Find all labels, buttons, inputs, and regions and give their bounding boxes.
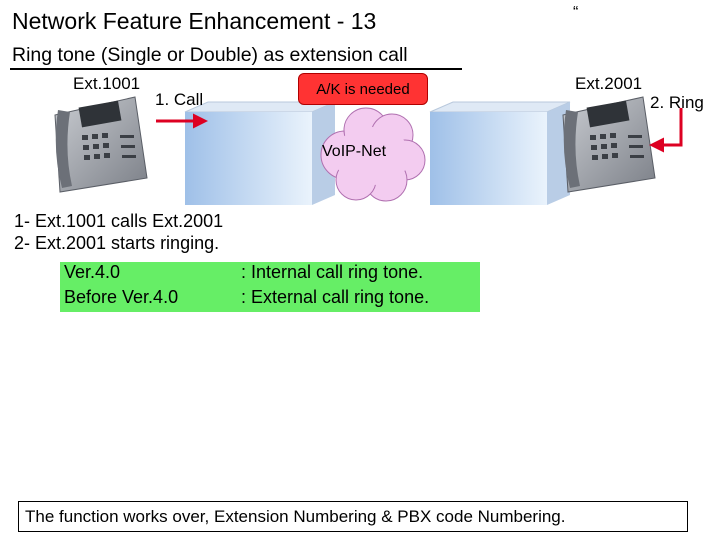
quote-mark: “	[573, 4, 579, 21]
step-item: 2- Ext.2001 starts ringing.	[14, 233, 220, 253]
phone-left-icon	[54, 96, 148, 193]
version-highlight-box	[60, 262, 480, 312]
slide-subtitle: Ring tone (Single or Double) as extensio…	[12, 44, 408, 66]
call-label: 1. Call	[155, 90, 204, 109]
ring-label: 2. Ring	[650, 93, 704, 112]
slide-title: Network Feature Enhancement - 13	[12, 8, 377, 34]
ext-left-label: Ext.1001	[73, 74, 141, 93]
voip-cloud-icon	[320, 107, 426, 202]
pbx-left-icon	[184, 101, 336, 205]
subtitle-underline	[10, 68, 462, 70]
version-description: : External call ring tone.	[241, 287, 430, 307]
ring-arrow-icon	[649, 108, 683, 153]
version-name: Ver.4.0	[64, 262, 121, 282]
version-description: : Internal call ring tone.	[241, 262, 424, 282]
ak-needed-badge: A/K is needed	[298, 73, 428, 105]
version-name: Before Ver.4.0	[64, 287, 179, 307]
footer-note: The function works over, Extension Numbe…	[18, 501, 688, 532]
step-item: 1- Ext.1001 calls Ext.2001	[14, 211, 224, 231]
voip-net-label: VoIP-Net	[322, 143, 387, 160]
steps-list: 1- Ext.1001 calls Ext.2001 2- Ext.2001 s…	[14, 210, 223, 254]
ext-right-label: Ext.2001	[575, 74, 643, 93]
pbx-right-icon	[429, 101, 571, 205]
phone-right-icon	[562, 96, 656, 193]
